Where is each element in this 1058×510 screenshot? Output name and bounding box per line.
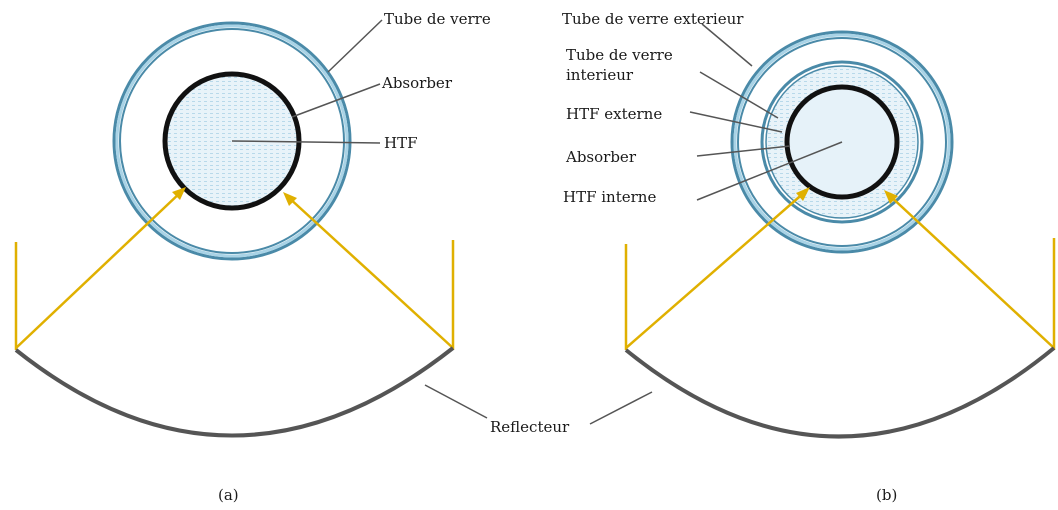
caption-a: (a) (218, 486, 239, 504)
leader-glass-a (327, 19, 383, 73)
outer-glass-b-gap (733, 33, 951, 251)
diagram-a: Tube de verre Absorber HTF (a) (14, 10, 491, 504)
ray-a-left-arrowhead (172, 187, 186, 200)
leader-htf-external-b (689, 111, 783, 133)
leader-absorber-b (696, 145, 791, 157)
leader-reflector-a (424, 384, 488, 419)
leader-reflector-b (589, 391, 653, 425)
reflector-a (14, 346, 455, 438)
label-inner-glass-b-line1: Tube de verre (566, 46, 673, 64)
label-inner-glass-b-line2: interieur (566, 66, 634, 84)
ray-b-right-arrowhead (884, 190, 898, 204)
glass-gap-a (115, 24, 349, 258)
label-outer-glass-b: Tube de verre exterieur (562, 10, 744, 28)
leader-inner-glass-b (699, 71, 779, 119)
label-glass-tube-a: Tube de verre (384, 10, 491, 28)
ray-a-right (286, 195, 454, 349)
label-absorber-b: Absorber (565, 148, 637, 166)
absorber-b (784, 84, 900, 200)
label-absorber-a: Absorber (381, 74, 453, 92)
label-reflector: Reflecteur (490, 418, 570, 436)
diagram-b: Tube de verre exterieur Tube de verre in… (562, 10, 1056, 504)
leader-absorber-a (291, 83, 381, 118)
label-htf-external-b: HTF externe (566, 105, 662, 123)
ray-b-left-arrowhead (796, 187, 810, 201)
label-htf-a: HTF (384, 134, 418, 152)
ray-a-left (15, 190, 183, 349)
label-htf-internal-b: HTF interne (563, 188, 656, 206)
absorber-a (162, 71, 302, 211)
reflector-label-group: Reflecteur (424, 384, 653, 436)
ray-b-right (887, 193, 1055, 349)
leader-htf-internal-b (696, 141, 843, 201)
caption-b: (b) (876, 486, 897, 504)
ray-b-left (625, 190, 807, 349)
ray-a-right-arrowhead (283, 192, 297, 206)
reflector-b (624, 346, 1056, 439)
outer-glass-b-inner (737, 37, 947, 247)
leader-outer-glass-b (701, 23, 753, 67)
leader-htf-a (231, 140, 381, 144)
